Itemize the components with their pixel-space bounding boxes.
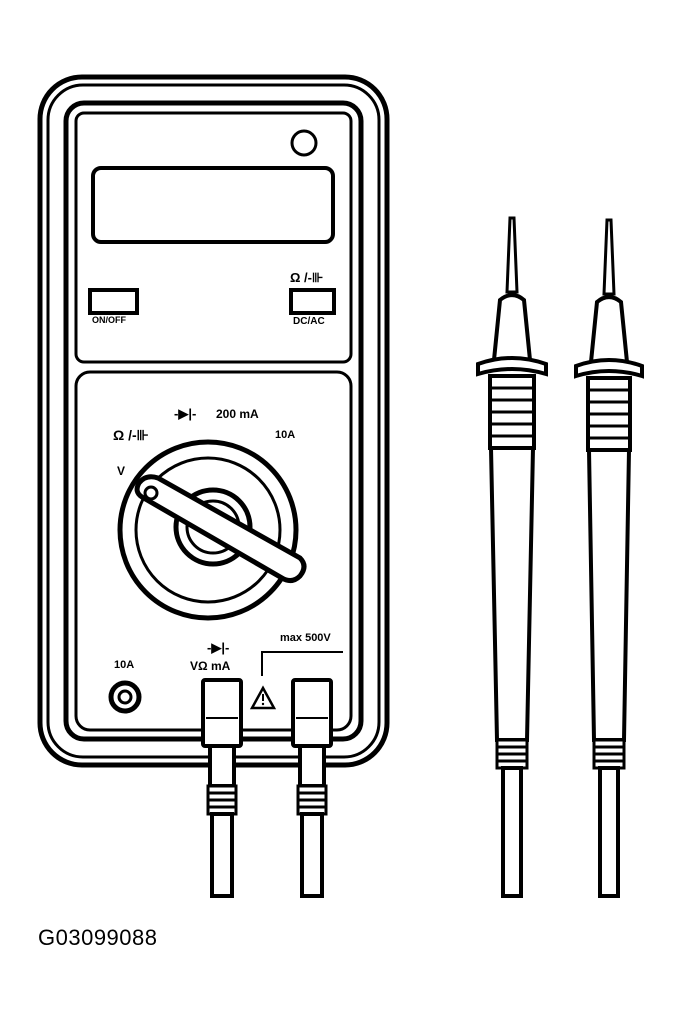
dial-ohm-label: Ω /-⊪ [113,427,149,443]
dial-diode-label: -▶|- [174,406,196,421]
max-voltage-label: max 500V [280,632,331,644]
dial-v-label: V [117,464,125,478]
socket-v-ohm-ma-label: VΩ mA [190,659,231,673]
dial-10a-label: 10A [275,429,295,441]
figure-id: G03099088 [38,925,158,950]
test-lead-icon[interactable] [476,216,548,898]
test-lead-icon[interactable] [574,218,644,898]
dc-ac-label: DC/AC [293,316,325,327]
mode-symbol-label: Ω /-⊪ [290,270,323,285]
socket-10a-label: 10A [114,659,134,671]
right-plug[interactable] [291,678,333,898]
socket-diode-label: -▶|- [207,640,229,655]
on-off-label: ON/OFF [92,315,126,325]
display-window [91,166,335,244]
dial-pointer-dot [143,485,159,501]
left-plug[interactable] [201,678,243,898]
dial-ma-label: 200 mA [216,407,259,421]
max-voltage-bracket [261,651,343,676]
rotary-dial-icon[interactable] [117,439,307,621]
dc-ac-button[interactable] [289,288,336,315]
on-off-button[interactable] [88,288,139,315]
socket-10a[interactable] [108,680,142,714]
warning-triangle-icon [249,685,277,710]
indicator-light [290,129,318,157]
